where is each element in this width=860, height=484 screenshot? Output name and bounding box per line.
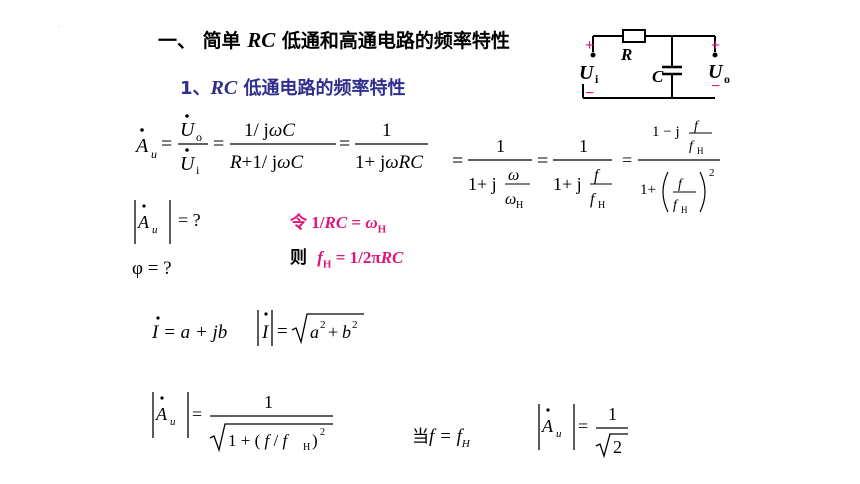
svg-text:ω: ω	[508, 167, 519, 184]
svg-text:u: u	[170, 416, 176, 428]
svg-text:a: a	[310, 322, 319, 342]
svg-text:2: 2	[613, 437, 622, 457]
svg-text:H: H	[681, 205, 688, 215]
svg-text:H: H	[303, 442, 310, 453]
then-word: 则	[290, 248, 307, 268]
svg-text:f: f	[590, 191, 597, 208]
svg-text:2: 2	[320, 319, 326, 331]
omega-h-definition: 令 1/RC = ωH	[290, 213, 387, 236]
svg-text:f: f	[678, 177, 684, 192]
svg-text:A: A	[137, 212, 150, 232]
svg-text:=: =	[452, 150, 463, 172]
svg-text:H: H	[516, 200, 523, 211]
svg-text:+: +	[328, 322, 338, 342]
svg-text:=: =	[192, 404, 202, 424]
svg-text:A: A	[155, 404, 168, 424]
input-voltage-label: U	[579, 62, 595, 84]
rc-lowpass-circuit: R C + − + − U i U o	[579, 29, 730, 102]
svg-text:=: =	[578, 416, 588, 436]
svg-text:2: 2	[709, 167, 715, 179]
phase-question: φ = ?	[132, 258, 172, 279]
svg-text:f: f	[694, 119, 700, 134]
heading-suffix: 低通和高通电路的频率特性	[275, 30, 510, 52]
svg-text:1: 1	[496, 136, 505, 156]
svg-text:R+1/ jωC: R+1/ jωC	[229, 152, 304, 173]
svg-text:): )	[312, 431, 318, 450]
svg-text:ω: ω	[505, 191, 516, 208]
transfer-function-formula: A u = U o U i = 1/ jωC R+1/ jωC = 1 1+ j…	[134, 114, 428, 177]
svg-text:u: u	[152, 224, 158, 236]
resistor	[622, 29, 646, 43]
normalized-omega-formula: = 1 1+ j ω ω H = 1 1+ j f f H	[452, 136, 612, 211]
subheading-suffix: 低通电路的频率特性	[237, 78, 406, 99]
subsection-heading: 1、RC 低通电路的频率特性	[180, 74, 406, 100]
svg-text:o: o	[196, 130, 202, 144]
magnitude-question: A u = ?	[134, 200, 201, 244]
heading-prefix: 一、 简单	[158, 30, 248, 52]
output-plus: +	[711, 37, 720, 54]
svg-text:1+ jωRC: 1+ jωRC	[355, 152, 423, 173]
svg-text:1+ j: 1+ j	[553, 174, 582, 194]
svg-text:1 − j: 1 − j	[652, 124, 680, 140]
input-voltage-sub: i	[595, 72, 599, 86]
input-minus: −	[585, 85, 594, 102]
svg-text:f: f	[594, 167, 601, 184]
svg-text:=: =	[277, 321, 288, 342]
svg-text:2: 2	[320, 427, 325, 438]
resistor-label: R	[620, 45, 632, 64]
svg-text:A: A	[541, 416, 554, 436]
svg-text:1 + ( f / f: 1 + ( f / f	[228, 431, 289, 450]
svg-text:1: 1	[608, 404, 617, 424]
svg-text:1: 1	[264, 392, 273, 412]
input-plus: +	[585, 37, 594, 54]
capacitor-label: C	[652, 67, 664, 86]
svg-text:f: f	[673, 198, 679, 213]
section-heading: 一、 简单 RC 低通和高通电路的频率特性	[158, 26, 510, 53]
svg-text:1: 1	[579, 136, 588, 156]
svg-text:1+ j: 1+ j	[468, 174, 497, 194]
svg-text:f: f	[689, 139, 695, 154]
svg-text:A: A	[134, 135, 149, 157]
when-word: 当	[412, 427, 429, 447]
svg-text:=: =	[213, 133, 224, 155]
svg-text:b: b	[342, 322, 351, 342]
svg-text:H: H	[697, 146, 704, 156]
current-magnitude-formula: I = a 2 + b 2	[257, 310, 364, 346]
subheading-prefix: 1、	[180, 78, 211, 99]
heading-rc: RC	[247, 28, 276, 52]
complex-expanded-formula: = 1 − j f f H 1+ f f H 2	[622, 119, 720, 215]
output-voltage-label: U	[708, 61, 724, 83]
magnitude-result-formula: A u = 1 1 + ( f / f H ) 2	[152, 392, 333, 453]
svg-text:H: H	[598, 200, 605, 211]
svg-text:2: 2	[352, 319, 358, 331]
slide-marker: .	[58, 22, 60, 29]
subheading-rc: RC	[210, 77, 238, 99]
svg-text:1: 1	[382, 120, 392, 141]
svg-text:U: U	[180, 119, 196, 141]
svg-text:u: u	[556, 428, 562, 440]
svg-text:u: u	[151, 147, 157, 161]
output-voltage-sub: o	[724, 72, 730, 86]
svg-text:1+: 1+	[640, 182, 656, 198]
when-condition: 当f = fH	[412, 426, 470, 450]
svg-text:=: =	[339, 133, 350, 155]
half-power-formula: A u = 1 2	[538, 404, 628, 459]
input-terminal-top	[590, 52, 596, 58]
svg-text:I: I	[261, 322, 270, 343]
let-word: 令	[290, 213, 307, 233]
output-minus: −	[711, 78, 720, 95]
magnitude-question-text: = ?	[178, 210, 201, 230]
svg-text:U: U	[180, 153, 196, 175]
svg-text:=: =	[161, 133, 172, 155]
svg-text:i: i	[196, 163, 200, 177]
svg-text:1/ jωC: 1/ jωC	[244, 120, 295, 141]
complex-current: I = a + jb	[152, 322, 228, 343]
fh-definition: 则 fH = 1/2πRC	[290, 248, 404, 271]
svg-text:=: =	[537, 150, 548, 172]
svg-text:=: =	[622, 150, 632, 170]
output-terminal-top	[712, 52, 718, 58]
